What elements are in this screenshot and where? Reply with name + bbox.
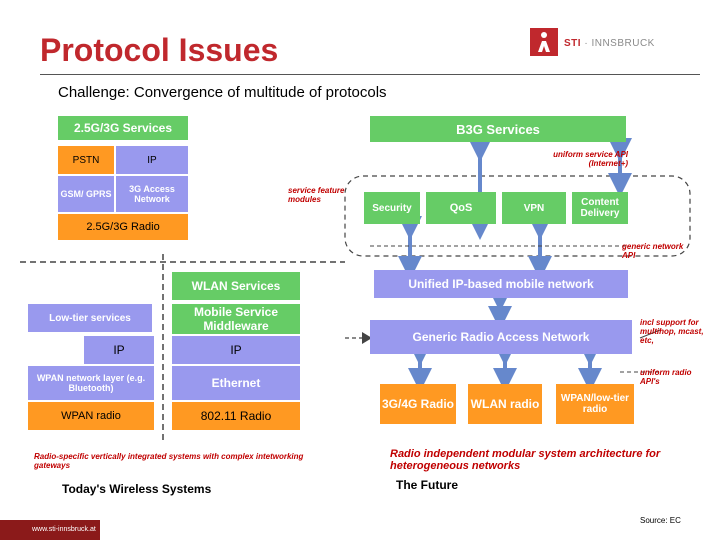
footer-url: www.sti-innsbruck.at <box>32 526 96 533</box>
wpan-network-layer-box: WPAN network layer (e.g. Bluetooth) <box>28 366 154 400</box>
access-network-3g-box: 3G Access Network <box>116 176 188 212</box>
footer-bar <box>0 520 100 540</box>
b3g-services-box: B3G Services <box>370 116 626 142</box>
pstn-box: PSTN <box>58 146 114 174</box>
today-caption-title: Today's Wireless Systems <box>62 482 212 496</box>
low-tier-services-box: Low-tier services <box>28 304 152 332</box>
wlan-radio-box: WLAN radio <box>468 384 542 424</box>
vpn-box: VPN <box>502 192 566 224</box>
ip-right-box: IP <box>172 336 300 364</box>
generic-radio-access-box: Generic Radio Access Network <box>370 320 632 354</box>
uniform-radio-api-label: uniform radio API's <box>640 368 692 386</box>
incl-support-pointer <box>639 329 661 339</box>
wpan-lowtier-radio-box: WPAN/low-tier radio <box>556 384 634 424</box>
content-delivery-box: Content Delivery <box>572 192 628 224</box>
radio-3g4g-box: 3G/4G Radio <box>380 384 456 424</box>
radio-80211-box: 802.11 Radio <box>172 402 300 430</box>
services-25g-box: 2.5G/3G Services <box>58 116 188 140</box>
mobile-service-middleware-box: Mobile Service Middleware <box>172 304 300 334</box>
gsm-gprs-box: GSM/ GPRS <box>58 176 114 212</box>
wpan-radio-box: WPAN radio <box>28 402 154 430</box>
unified-network-box: Unified IP-based mobile network <box>374 270 628 298</box>
modules-frame <box>344 175 691 257</box>
radio-25g-box: 2.5G/3G Radio <box>58 214 188 240</box>
logo-text: STI · INNSBRUCK <box>564 38 655 49</box>
incl-support-label: incl support for multihop, mcast, etc, <box>640 318 704 345</box>
page-title: Protocol Issues <box>40 32 279 68</box>
service-feature-modules-label: service feature modules <box>288 186 345 204</box>
ethernet-box: Ethernet <box>172 366 300 400</box>
security-box: Security <box>364 192 420 224</box>
wlan-services-box: WLAN Services <box>172 272 300 300</box>
qos-box: QoS <box>426 192 496 224</box>
future-caption-title: The Future <box>396 478 458 492</box>
sti-logo-icon <box>530 28 558 56</box>
ip-left-box: IP <box>84 336 154 364</box>
subtitle: Challenge: Convergence of multitude of p… <box>58 84 387 101</box>
evolution-arrow-head <box>362 332 372 344</box>
uniform-service-api-label: uniform service API (Internet+) <box>553 150 628 168</box>
future-caption-note: Radio independent modular system archite… <box>390 448 661 472</box>
title-rule <box>40 74 700 75</box>
generic-network-api-label: generic network API <box>622 242 684 260</box>
source-note: Source: EC <box>640 516 681 525</box>
ip-box-legacy: IP <box>116 146 188 174</box>
today-caption-note: Radio-specific vertically integrated sys… <box>34 452 304 470</box>
